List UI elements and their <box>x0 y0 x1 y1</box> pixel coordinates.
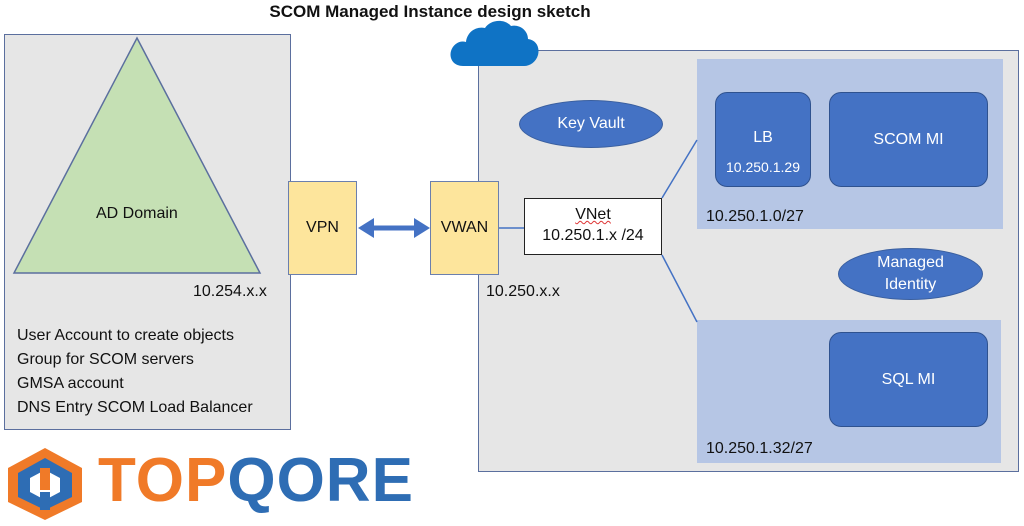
lb-label: LB <box>753 129 773 146</box>
subnet1-cidr: 10.250.1.0/27 <box>706 208 804 225</box>
logo-text-qore: QORE <box>227 446 414 515</box>
key-vault-node: Key Vault <box>519 100 663 148</box>
vwan-box: VWAN <box>430 181 499 275</box>
subnet2-cidr: 10.250.1.32/27 <box>706 440 813 457</box>
list-item: DNS Entry SCOM Load Balancer <box>17 399 253 416</box>
vnet-label: VNet <box>575 206 611 223</box>
lb-ip: 10.250.1.29 <box>726 159 800 175</box>
vnet-box: VNet 10.250.1.x /24 <box>524 198 662 255</box>
scom-mi-node: SCOM MI <box>829 92 988 187</box>
vwan-address: 10.250.x.x <box>486 283 560 300</box>
sql-mi-node: SQL MI <box>829 332 988 427</box>
managed-identity-node: Managed Identity <box>838 248 983 300</box>
vnet-range: 10.250.1.x /24 <box>542 227 644 244</box>
scom-mi-label: SCOM MI <box>873 130 944 148</box>
load-balancer-node: LB 10.250.1.29 <box>715 92 811 187</box>
logo-text-top: TOP <box>98 446 228 515</box>
key-vault-label: Key Vault <box>557 115 625 132</box>
topqore-logo-icon <box>8 448 82 520</box>
list-item: User Account to create objects <box>17 327 234 344</box>
onprem-requirements-list: User Account to create objects Group for… <box>17 324 253 420</box>
topqore-logo-text: TOPQORE <box>98 446 414 516</box>
vpn-vwan-arrow <box>358 218 430 238</box>
onprem-address: 10.254.x.x <box>193 283 267 300</box>
azure-cloud-icon <box>450 20 539 66</box>
ad-domain-label: AD Domain <box>96 205 178 222</box>
ad-domain-triangle <box>12 36 262 274</box>
vpn-label: VPN <box>306 219 339 236</box>
vpn-box: VPN <box>288 181 357 275</box>
diagram-title: SCOM Managed Instance design sketch <box>269 2 591 21</box>
list-item: GMSA account <box>17 375 124 392</box>
vwan-label: VWAN <box>440 219 489 236</box>
sql-mi-label: SQL MI <box>881 370 936 388</box>
managed-identity-line1: Managed <box>877 254 944 271</box>
managed-identity-line2: Identity <box>884 276 937 293</box>
list-item: Group for SCOM servers <box>17 351 194 368</box>
